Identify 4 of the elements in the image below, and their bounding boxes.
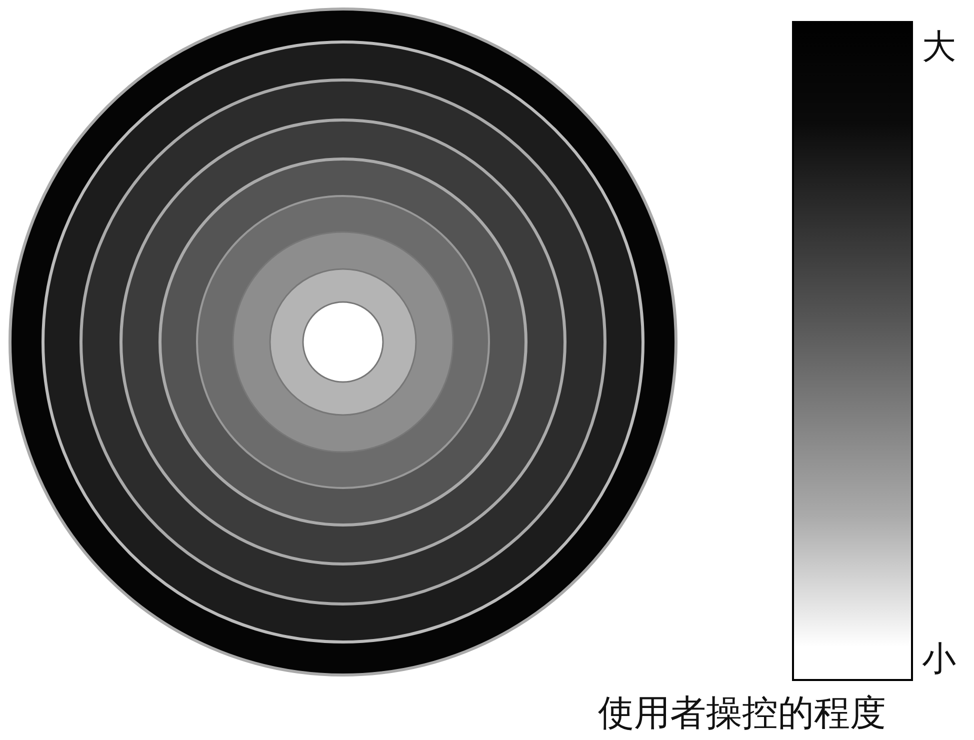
scale-caption: 使用者操控的程度 [598,696,886,732]
scale-min-label: 小 [922,642,956,676]
scale-max-label: 大 [922,30,956,64]
gradient-bar [792,21,913,681]
